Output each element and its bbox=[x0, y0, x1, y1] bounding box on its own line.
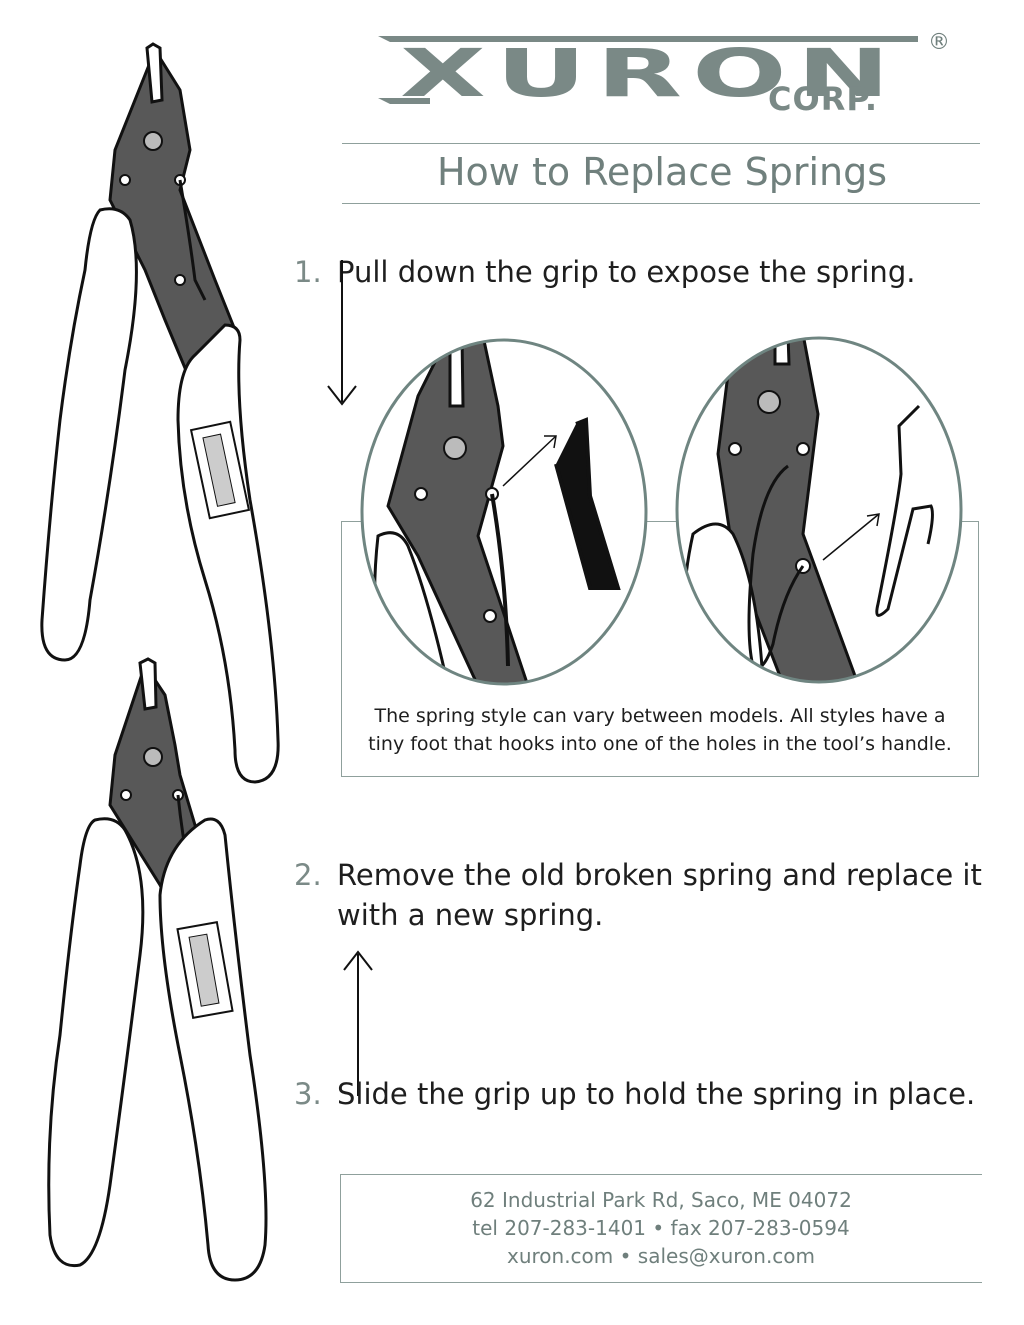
spring-note-box bbox=[341, 521, 979, 777]
spring-note-line-2: tiny foot that hooks into one of the hol… bbox=[368, 733, 952, 755]
step-2-line-1: Remove the old broken spring and replace… bbox=[337, 858, 982, 892]
spring-note-line-1: The spring style can vary between models… bbox=[374, 705, 946, 727]
contact-phones: tel 207-283-1401 • fax 207-283-0594 bbox=[472, 1216, 850, 1240]
step-2-text: Remove the old broken spring and replace… bbox=[337, 855, 982, 935]
step-2-line-2: with a new spring. bbox=[337, 898, 604, 932]
detail-oval-right bbox=[675, 336, 963, 684]
step-3-number: 3. bbox=[294, 1077, 322, 1111]
step-1-text: Pull down the grip to expose the spring. bbox=[337, 255, 916, 289]
spring-note-text: The spring style can vary between models… bbox=[350, 702, 970, 758]
contact-info: 62 Industrial Park Rd, Saco, ME 04072 te… bbox=[340, 1186, 982, 1270]
step-3-text: Slide the grip up to hold the spring in … bbox=[337, 1077, 976, 1111]
registered-mark: ® bbox=[928, 30, 950, 55]
arrow-up-icon bbox=[343, 950, 373, 1096]
logo-wordmark: XURON bbox=[400, 35, 900, 112]
contact-web: xuron.com • sales@xuron.com bbox=[506, 1244, 816, 1268]
contact-address: 62 Industrial Park Rd, Saco, ME 04072 bbox=[470, 1188, 852, 1212]
xuron-logo-graphic: XURON bbox=[378, 35, 918, 112]
detail-oval-left bbox=[360, 338, 648, 686]
tool-illustration-top bbox=[40, 42, 280, 784]
step-1-number: 1. bbox=[294, 255, 322, 289]
logo-corp-text: CORP. bbox=[768, 80, 879, 118]
title-bottom-rule bbox=[342, 203, 980, 204]
step-2-number: 2. bbox=[294, 858, 322, 892]
title-top-rule bbox=[342, 143, 980, 144]
tool-illustration-bottom bbox=[47, 657, 268, 1282]
page-title: How to Replace Springs bbox=[436, 150, 888, 194]
arrow-down-icon bbox=[327, 260, 357, 406]
contact-box bbox=[340, 1174, 982, 1283]
